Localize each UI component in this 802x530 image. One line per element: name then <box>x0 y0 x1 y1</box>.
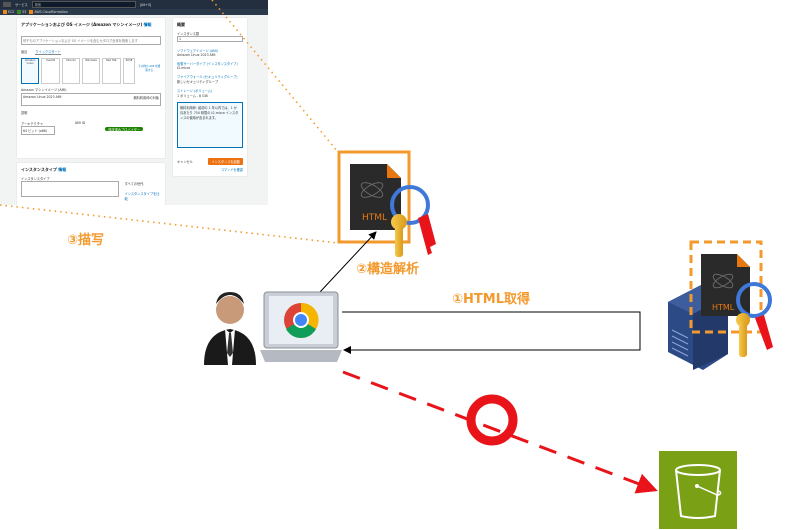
browse-more-amis-link[interactable]: その他の AMI を閲覧する <box>138 65 161 72</box>
free-tier-alert: 無料利用枠: 最初の 1 年以内では、1 か月あたり 750 時間の t2.mi… <box>177 102 243 148</box>
keys-icon <box>390 185 436 257</box>
os-tile-macos[interactable]: macOS <box>41 58 60 84</box>
server-html-highlight-box <box>689 240 763 334</box>
step1-fetch-label: ①HTML取得 <box>452 292 530 307</box>
summary-value-security-group: 新しいセキュリティグループ <box>177 80 219 84</box>
parse-highlight-box <box>337 150 411 244</box>
tab-quickstart[interactable]: クイックスタート <box>35 50 61 55</box>
free-tier-badge: 無料利用枠の対象 <box>133 96 160 100</box>
user-icon <box>204 292 256 365</box>
step2-parse-label: ②構造解析 <box>356 262 420 277</box>
html-fetch-arrow <box>342 311 641 354</box>
console-top-nav: サービス 検索 [Alt+S] <box>0 0 268 9</box>
compare-instance-types-link[interactable]: インスタンスタイプを比較 <box>124 192 160 201</box>
instance-type-panel: インスタンスタイプ 情報 インスタンスタイプ すべての世代インスタンスタイプを比… <box>17 163 165 205</box>
summary-link-storage[interactable]: ストレージ (ボリューム) <box>177 89 213 93</box>
s3-access-arrow <box>342 370 658 494</box>
summary-link-ami[interactable]: ソフトウェアイメージ (AMI) <box>177 49 219 53</box>
ami-section-title: アプリケーションおよび OS イメージ (Amazon マシンイメージ) <box>21 22 143 27</box>
instance-type-label: インスタンスタイプ <box>21 177 50 181</box>
summary-link-security-group[interactable]: ファイアウォール (セキュリティグループ) <box>177 75 238 79</box>
architecture-label: アーキテクチャ <box>21 122 44 126</box>
step3-render-label: ③描写 <box>67 233 105 248</box>
favorite-s3[interactable]: S3 <box>17 10 26 14</box>
html-file-label: HTML <box>362 213 387 223</box>
aws-logo <box>3 2 11 7</box>
browser-render-screenshot: サービス 検索 [Alt+S] EC2 S3 AWS CloudFormatio… <box>0 0 268 205</box>
os-tile-amazon-linux[interactable]: Amazon Linux <box>21 58 40 84</box>
review-commands-link[interactable]: コマンドを確認 <box>220 168 243 172</box>
launch-instance-button[interactable]: インスタンスを起動 <box>208 158 243 165</box>
summary-value-storage: 1 ボリューム - 8 GiB <box>177 94 208 98</box>
projection-line-bottom <box>0 204 339 244</box>
os-tile-ubuntu[interactable]: Ubuntu <box>61 58 80 84</box>
s3-bucket-icon <box>659 451 737 529</box>
projection-line-top <box>211 0 339 153</box>
search-input[interactable]: 検索 <box>31 1 136 8</box>
os-tile-suse[interactable]: SUSE <box>122 58 136 84</box>
services-menu[interactable]: サービス <box>15 3 28 7</box>
cancel-button[interactable]: キャンセル <box>177 160 193 164</box>
favorites-bar: EC2 S3 AWS CloudFormation <box>0 9 268 15</box>
server-keys-icon <box>736 282 773 357</box>
summary-title: 概要 <box>177 22 185 27</box>
allowed-circle-icon <box>466 394 518 446</box>
instance-count-input[interactable]: 1 <box>177 36 243 42</box>
search-shortcut: [Alt+S] <box>139 2 152 7</box>
favorite-cloudformation[interactable]: AWS CloudFormation <box>29 10 68 14</box>
os-tiles: Amazon Linux macOS Ubuntu Windows Red Ha… <box>21 58 161 84</box>
laptop-browser-icon <box>260 291 342 362</box>
ami-label: Amazon マシンイメージ (AMI) <box>21 88 67 92</box>
architecture-select[interactable]: 64 ビット (x86) <box>21 126 55 135</box>
summary-link-instance-type[interactable]: 仮想サーバータイプ (インスタンスタイプ) <box>177 62 238 66</box>
instance-count-label: インスタンス数 <box>177 32 200 36</box>
summary-panel: 概要 インスタンス数 1 ソフトウェアイメージ (AMI) Amazon Lin… <box>173 18 247 176</box>
parse-arrow <box>319 231 377 293</box>
verified-provider-badge: 検証済みプロバイダー <box>105 127 144 132</box>
summary-value-instance-type: t2.micro <box>177 66 191 70</box>
os-tile-windows[interactable]: Windows <box>81 58 101 84</box>
instance-type-title: インスタンスタイプ <box>21 167 57 172</box>
html-file-icon: HTML <box>350 164 401 230</box>
instance-type-select[interactable] <box>21 181 119 197</box>
description-label: 説明 <box>21 111 28 115</box>
server-html-file-icon: HTML <box>701 254 750 316</box>
ami-id-label: AMI ID <box>75 121 86 125</box>
info-link[interactable]: 情報 <box>143 22 152 27</box>
favorite-ec2[interactable]: EC2 <box>3 10 14 14</box>
server-html-file-label: HTML <box>712 303 735 312</box>
tab-recent[interactable]: 最近 <box>21 50 28 54</box>
ami-panel: アプリケーションおよび OS イメージ (Amazon マシンイメージ) 情報 … <box>17 18 165 158</box>
summary-value-ami: Amazon Linux 2023 AMI <box>177 53 216 57</box>
ami-search-input[interactable]: 何千ものアプリケーションおよび OS イメージを含むカタログ全体を検索します <box>21 36 161 45</box>
all-generations-toggle[interactable]: すべての世代 <box>124 182 144 186</box>
os-tile-redhat[interactable]: Red Hat <box>102 58 121 84</box>
